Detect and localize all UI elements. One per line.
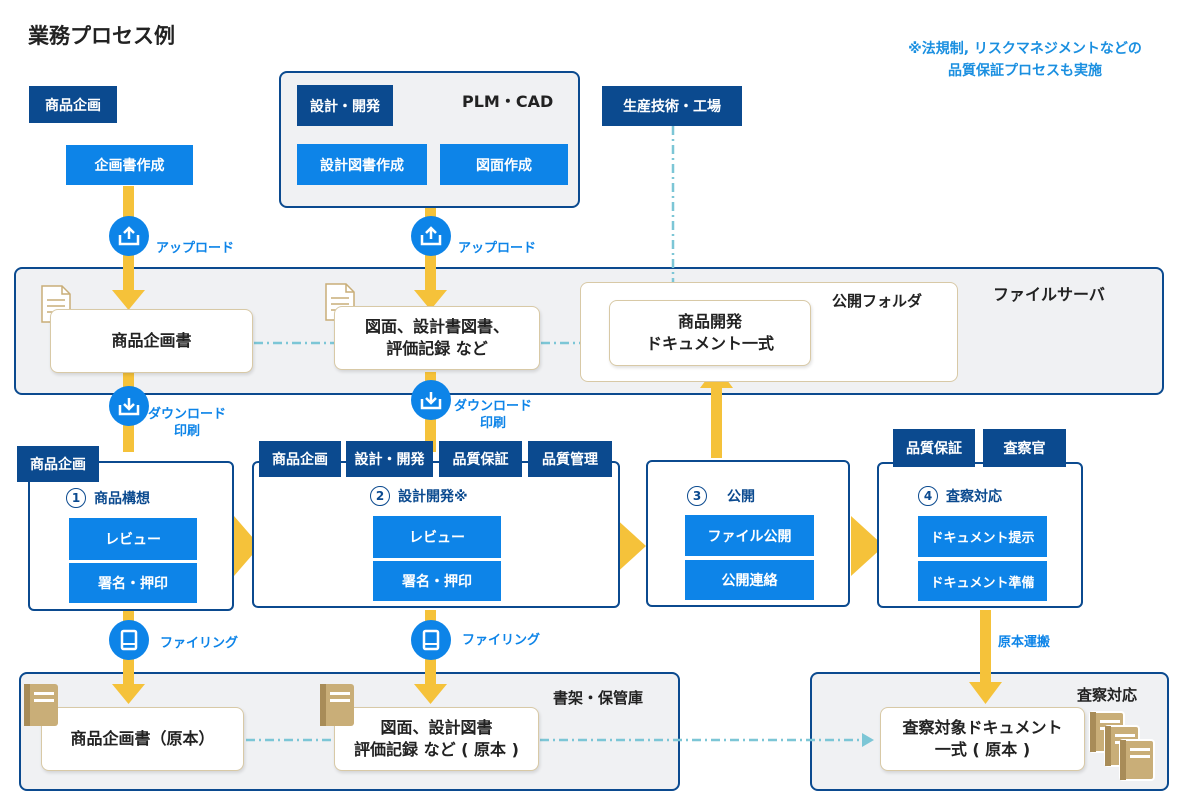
filing-icon — [109, 620, 149, 660]
flow-line-transport — [980, 610, 991, 684]
doc-zumen-original: 図面、設計図書 評価記録 など ( 原本 ) — [334, 707, 539, 771]
doc-zumen-sekkeisho: 図面、設計書図書、 評価記録 など — [334, 306, 540, 370]
stage-3-heading: 3 公開 — [687, 486, 755, 506]
stage-3-file-publish: ファイル公開 — [685, 515, 814, 556]
upload-icon — [109, 216, 149, 256]
flow-arrowhead-transport — [969, 682, 1002, 704]
stage-1-sign-stamp: 署名・押印 — [69, 563, 197, 603]
filing-icon — [411, 620, 451, 660]
stage-arrow-3 — [851, 516, 884, 576]
download-label-2: ダウンロード 印刷 — [454, 399, 533, 431]
stage-2-sign-stamp: 署名・押印 — [373, 561, 501, 601]
flow-arrowhead-sekkei-server — [414, 290, 447, 310]
filing-label-1: ファイリング — [160, 636, 239, 651]
page-title: 業務プロセス例 — [28, 24, 175, 48]
stage-2-heading: 2 設計開発※ — [370, 486, 468, 506]
filing-label-2: ファイリング — [462, 633, 541, 648]
stage-2-tag-shohin-kikaku: 商品企画 — [259, 441, 341, 477]
stage-4-tag-hinshitsu-hosho: 品質保証 — [893, 429, 975, 467]
sekkei-kaihatsu-tag: 設計・開発 — [297, 85, 393, 126]
book-icon — [24, 684, 58, 726]
doc-shohin-kikakusho-original: 商品企画書（原本） — [41, 707, 244, 771]
zumen-sakusei-box: 図面作成 — [440, 144, 568, 185]
doc-shohin-kaihatsu-ichishiki: 商品開発 ドキュメント一式 — [609, 300, 811, 366]
stage-arrow-2 — [613, 516, 646, 576]
flow-arrowhead-kikaku-server — [112, 290, 145, 310]
upload-label-1: アップロード — [156, 241, 235, 256]
stage-2-tag-hinshitsu-hosho: 品質保証 — [439, 441, 522, 477]
stage-4-document-present: ドキュメント提示 — [918, 516, 1047, 557]
download-icon — [411, 380, 451, 420]
stage-1-number: 1 — [66, 488, 86, 508]
stage-2-tag-sekkei-kaihatsu: 設計・開発 — [346, 441, 433, 477]
dash-arrowhead-shelf — [862, 733, 874, 747]
stage-4-heading: 4 査察対応 — [918, 486, 1002, 506]
stage-2-tag-hinshitsu-kanri: 品質管理 — [528, 441, 612, 477]
flow-arrowhead-filing-1 — [112, 684, 145, 704]
note-text: ※法規制, リスクマネジメントなどの 品質保証プロセスも実施 — [908, 41, 1142, 79]
seisan-gijutsu-tag: 生産技術・工場 — [602, 86, 742, 126]
stage-1-heading: 1 商品構想 — [66, 488, 150, 508]
file-server-title: ファイルサーバ — [993, 285, 1105, 304]
download-label-1: ダウンロード 印刷 — [148, 407, 227, 439]
shelf-title: 書架・保管庫 — [553, 689, 644, 707]
doc-shohin-kikakusho: 商品企画書 — [50, 309, 253, 373]
stage-4-tag-sasatsukan: 査察官 — [983, 429, 1066, 467]
doc-inspection-target: 査察対象ドキュメント 一式 ( 原本 ) — [880, 707, 1085, 771]
book-icon — [320, 684, 354, 726]
stage-4-number: 4 — [918, 486, 938, 506]
stage-3-publish-notice: 公開連絡 — [685, 560, 814, 600]
shohin-kikaku-tag: 商品企画 — [29, 86, 117, 123]
upload-icon — [411, 216, 451, 256]
inspection-title: 査察対応 — [1077, 686, 1138, 704]
book-icon — [1119, 739, 1155, 781]
kikakusho-sakusei-box: 企画書作成 — [66, 145, 193, 185]
stage-2-review: レビュー — [373, 516, 501, 558]
flow-arrowhead-filing-2 — [414, 684, 447, 704]
upload-label-2: アップロード — [458, 241, 537, 256]
sekkei-zusho-sakusei-box: 設計図書作成 — [297, 144, 427, 185]
download-icon — [109, 386, 149, 426]
stage-arrow-1 — [234, 516, 260, 576]
plm-cad-label: PLM・CAD — [462, 92, 554, 111]
stage-1-tag: 商品企画 — [17, 446, 99, 482]
stage-4-document-prepare: ドキュメント準備 — [918, 561, 1047, 601]
flow-line-publish-up — [711, 384, 722, 458]
stage-2-number: 2 — [370, 486, 390, 506]
public-folder-title: 公開フォルダ — [832, 292, 923, 310]
transport-label: 原本運搬 — [998, 635, 1051, 650]
stage-3-number: 3 — [687, 486, 707, 506]
stage-1-review: レビュー — [69, 518, 197, 560]
